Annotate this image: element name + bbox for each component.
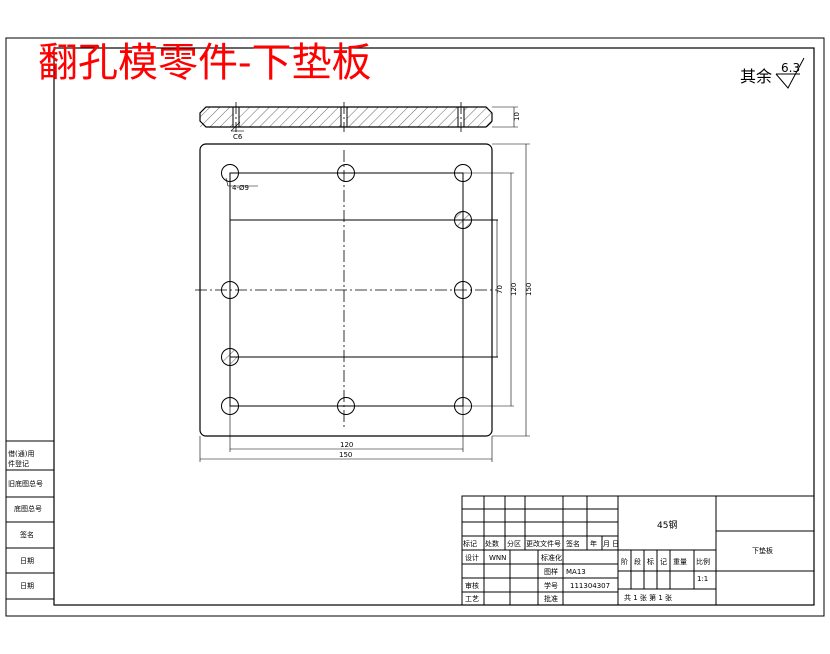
strip-label-2: 旧底图总号 xyxy=(8,479,43,488)
material: 45钢 xyxy=(657,519,677,531)
dim-h-outer: 150 xyxy=(339,451,352,459)
strip-label-5: 日期 xyxy=(20,557,34,565)
dim-chamfer: C6 xyxy=(233,133,243,141)
drawing-frame xyxy=(53,47,815,606)
design-name: WNN xyxy=(489,554,506,562)
design-label: 设计 xyxy=(465,553,479,562)
hdr-2: 分区 xyxy=(507,539,521,548)
dim-v-outer: 150 xyxy=(525,283,533,296)
stage-label-5: 比例 xyxy=(696,557,710,566)
hdr-1: 处数 xyxy=(485,539,499,548)
drawing-label: 图样 xyxy=(544,567,558,576)
strip-label-6: 日期 xyxy=(20,582,34,590)
hdr-0: 标记 xyxy=(463,539,477,548)
number-value: 111304307 xyxy=(570,582,610,590)
sheets: 共 1 张 第 1 张 xyxy=(624,593,672,602)
roughness-prefix: 其余 xyxy=(740,67,772,86)
hole-grid xyxy=(221,164,472,415)
dim-v-mid: 120 xyxy=(510,283,518,296)
dim-hole: 4-Ø9 xyxy=(232,184,249,192)
hdr-7: 日 xyxy=(612,540,619,548)
hdr-5: 年 xyxy=(590,539,597,548)
stage-label-2: 标 xyxy=(647,557,654,566)
strip-label-1: 件登记 xyxy=(8,459,29,468)
hdr-6: 月 xyxy=(603,540,610,548)
process-label: 工艺 xyxy=(465,595,479,603)
part-name: 下垫板 xyxy=(752,546,773,555)
section-view: 10 C6 xyxy=(199,102,521,141)
strip-label-4: 签名 xyxy=(20,530,34,539)
left-strip: 借(通)用 件登记 旧底图总号 底图总号 签名 日期 日期 xyxy=(5,440,55,600)
strip-label-0: 借(通)用 xyxy=(8,449,34,458)
title-block: 45钢 下垫板 标记 处数 分区 更改文件号 签名 年 月 日 设计 WNN 标… xyxy=(461,495,815,606)
standard-label: 标准化 xyxy=(541,553,562,562)
dim-v-inner: 70 xyxy=(496,285,504,294)
dim-h-inner: 120 xyxy=(340,441,353,449)
plan-view: 4-Ø9 70 120 150 120 150 xyxy=(195,143,533,462)
stage-label-0: 阶 xyxy=(621,557,628,566)
stage-label-3: 记 xyxy=(660,558,667,566)
page-title: 翻孔模零件-下垫板 xyxy=(38,40,372,86)
roughness-symbol: 其余 6.3 xyxy=(740,57,805,89)
strip-label-3: 底图总号 xyxy=(14,504,42,513)
scale: 1:1 xyxy=(697,575,708,583)
stage-label-1: 段 xyxy=(634,557,641,566)
review-label: 审核 xyxy=(465,581,479,590)
outer-border xyxy=(5,37,825,617)
stage-label-4: 重量 xyxy=(673,558,687,566)
roughness-value: 6.3 xyxy=(781,61,800,75)
approve-label: 批准 xyxy=(544,594,558,603)
dim-thickness: 10 xyxy=(513,112,521,121)
number-label: 学号 xyxy=(544,581,558,590)
hdr-3: 更改文件号 xyxy=(526,539,561,548)
hdr-4: 签名 xyxy=(566,539,580,548)
drawing-value: MA13 xyxy=(566,568,586,576)
